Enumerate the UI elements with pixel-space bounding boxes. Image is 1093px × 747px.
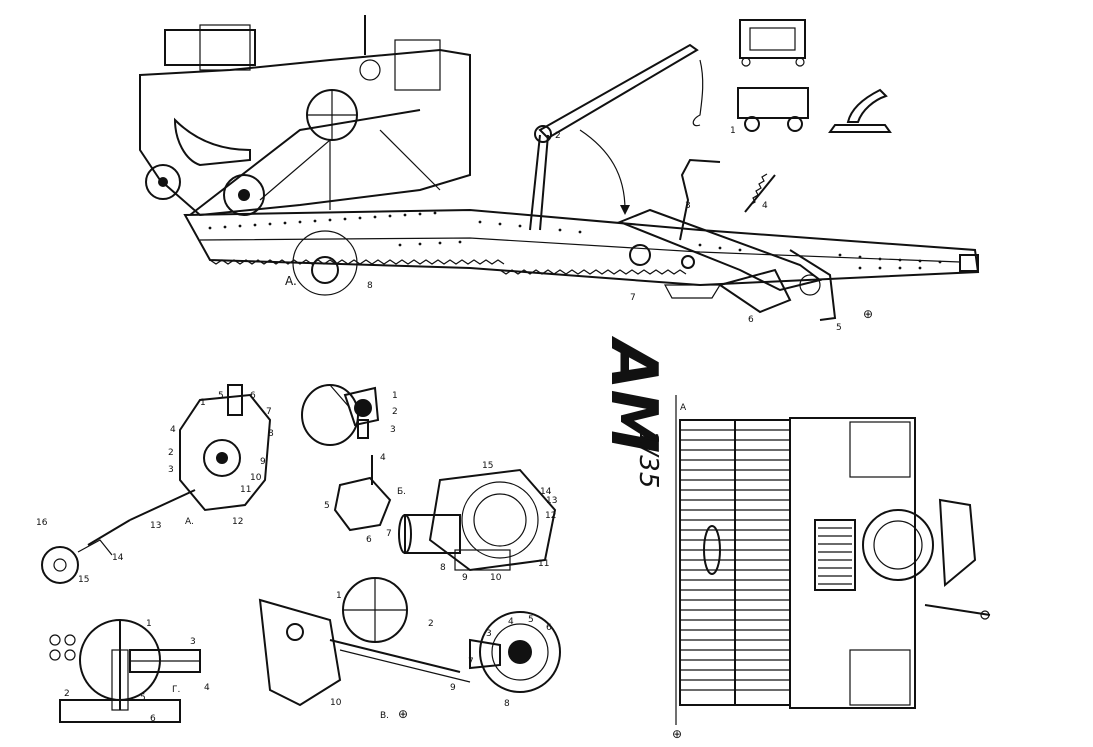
gb-c6: 6 bbox=[366, 535, 372, 545]
mech-a-c16: 16 bbox=[36, 518, 48, 528]
gb-letter: Б. bbox=[397, 487, 406, 497]
mech-a-c5: 5 bbox=[218, 391, 224, 401]
gb-c10: 10 bbox=[490, 573, 502, 583]
gb-c5: 5 bbox=[324, 501, 330, 511]
crane-inset-callout: 1 bbox=[730, 126, 736, 136]
spring bbox=[744, 174, 776, 213]
handwheel-left bbox=[145, 164, 181, 200]
mech-a-c1: 1 bbox=[200, 398, 206, 408]
mech-a-c9: 9 bbox=[260, 457, 266, 467]
sg-c3: 3 bbox=[190, 637, 196, 647]
handwheel-detail: 1 2 3 bbox=[301, 384, 398, 446]
section-g: Г. 1 2 3 4 5 6 bbox=[49, 619, 210, 724]
plan-view: A ⊕ bbox=[672, 395, 991, 741]
rd-c4: 4 bbox=[508, 617, 514, 627]
mech-a-letter: A. bbox=[185, 517, 194, 527]
mech-a-c15: 15 bbox=[78, 575, 89, 585]
turret-body bbox=[139, 48, 471, 217]
barrel-housing bbox=[164, 29, 256, 66]
crane-arm bbox=[538, 43, 699, 140]
rd-c6: 6 bbox=[546, 623, 552, 633]
hw-c1: 1 bbox=[392, 391, 398, 401]
dv-letter: В. bbox=[380, 711, 389, 721]
dv-c9: 9 bbox=[450, 683, 456, 693]
gb-c12: 12 bbox=[545, 511, 556, 521]
sg-c5: 5 bbox=[140, 693, 146, 703]
dv-c2: 2 bbox=[428, 619, 434, 629]
sg-letter: Г. bbox=[172, 685, 180, 695]
track-links-right bbox=[735, 429, 790, 691]
gb-c15: 15 bbox=[482, 461, 493, 471]
sprocket-wheel bbox=[292, 230, 358, 296]
plan-axis-letter: A bbox=[680, 403, 687, 413]
callout-5: 5 bbox=[836, 323, 842, 333]
mech-a-c2: 2 bbox=[168, 448, 174, 458]
sg-c4: 4 bbox=[204, 683, 210, 693]
mechanism-a: A. 1 2 3 4 5 6 7 8 9 10 11 12 13 14 15 1… bbox=[36, 384, 274, 585]
turret-ring bbox=[862, 509, 934, 581]
sg-c6: 6 bbox=[150, 714, 156, 724]
mech-a-c4: 4 bbox=[170, 425, 176, 435]
detail-v: В. ⊕ 1 2 9 10 bbox=[258, 577, 471, 721]
callout-4: 4 bbox=[762, 201, 768, 211]
gb-c9: 9 bbox=[462, 573, 468, 583]
gb-c4: 4 bbox=[380, 453, 386, 463]
swing-arrow bbox=[579, 129, 626, 211]
mech-a-c8: 8 bbox=[268, 429, 274, 439]
round-detail: 3 4 5 6 7 8 bbox=[468, 611, 561, 709]
mech-a-c14: 14 bbox=[112, 553, 124, 563]
callout-3: 3 bbox=[685, 201, 691, 211]
plan-mark: ⊕ bbox=[672, 727, 682, 741]
boom bbox=[617, 208, 823, 292]
sg-c2: 2 bbox=[64, 689, 70, 699]
gb-c13: 13 bbox=[546, 496, 557, 506]
gb-c8: 8 bbox=[440, 563, 446, 573]
rd-c7: 7 bbox=[468, 657, 474, 667]
gb-c14: 14 bbox=[540, 487, 552, 497]
logo-scale: 1/35 bbox=[633, 430, 663, 488]
gb-c7: 7 bbox=[386, 529, 392, 539]
main-side-view: A. 2 3 4 5 6 7 8 ⊕ bbox=[139, 15, 980, 333]
hw-c2: 2 bbox=[392, 407, 398, 417]
lever bbox=[679, 158, 721, 241]
callout-6: 6 bbox=[748, 315, 754, 325]
callout-2: 2 bbox=[555, 131, 561, 141]
main-view-letter: A. bbox=[285, 274, 297, 288]
dv-c1: 1 bbox=[336, 591, 342, 601]
trail-arm bbox=[789, 249, 837, 321]
hw-c3: 3 bbox=[390, 425, 396, 435]
track-band bbox=[183, 208, 980, 287]
mech-a-c7: 7 bbox=[266, 407, 272, 417]
mech-a-c3: 3 bbox=[168, 465, 174, 475]
callout-8: 8 bbox=[367, 281, 373, 291]
mech-a-c10: 10 bbox=[250, 473, 262, 483]
mech-a-c13: 13 bbox=[150, 521, 161, 531]
sg-c1: 1 bbox=[146, 619, 152, 629]
crane-inset: 1 bbox=[730, 19, 892, 136]
logo-letters: AM bbox=[596, 335, 670, 453]
gearbox-b: Б. 4 5 6 7 8 9 10 11 12 13 14 15 bbox=[324, 453, 557, 583]
rd-c5: 5 bbox=[528, 615, 534, 625]
rd-c3: 3 bbox=[486, 629, 492, 639]
rivet-pattern bbox=[208, 211, 942, 270]
seat bbox=[173, 117, 251, 167]
mech-a-c6: 6 bbox=[250, 391, 256, 401]
main-view-mark: ⊕ bbox=[863, 307, 873, 321]
dv-c10: 10 bbox=[330, 698, 342, 708]
mech-a-c11: 11 bbox=[240, 485, 251, 495]
am-logo: AM 1/35 bbox=[596, 335, 670, 488]
track-links-left bbox=[680, 429, 735, 691]
mech-a-c12: 12 bbox=[232, 517, 243, 527]
gb-c11: 11 bbox=[538, 559, 549, 569]
callout-7: 7 bbox=[630, 293, 636, 303]
dv-mark: ⊕ bbox=[398, 707, 408, 721]
rd-c8: 8 bbox=[504, 699, 510, 709]
support-plate bbox=[717, 268, 792, 314]
